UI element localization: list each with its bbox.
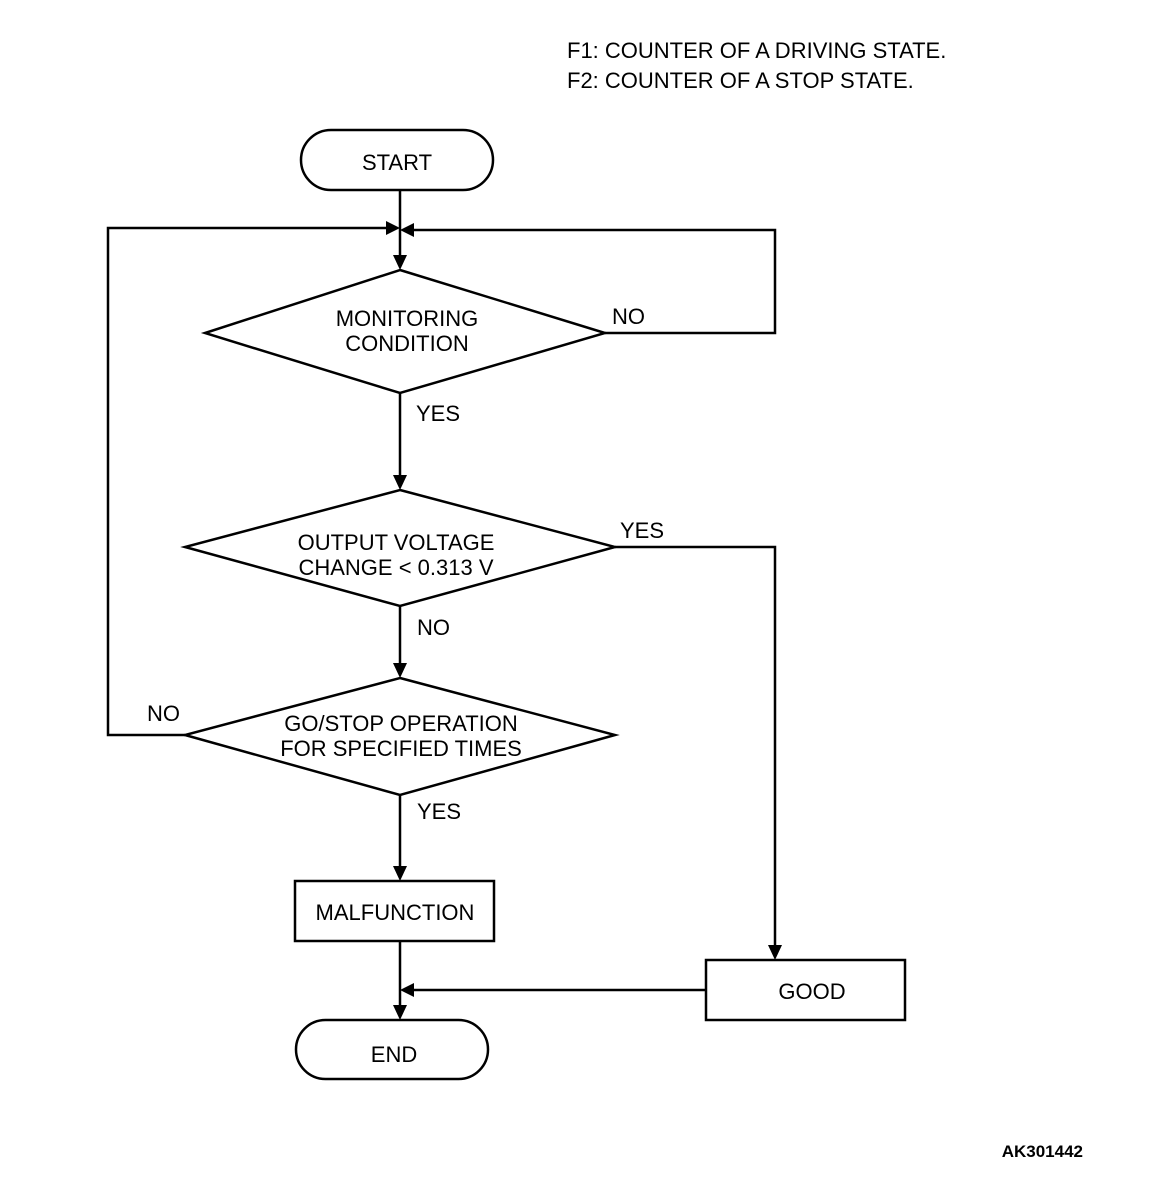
arrowhead-into-good bbox=[768, 945, 782, 960]
monitoring-no-loop-line bbox=[408, 228, 777, 335]
gostop-diamond bbox=[180, 676, 620, 797]
start-shape bbox=[299, 128, 495, 192]
monitoring-no-label: NO bbox=[612, 304, 645, 329]
voltage-diamond bbox=[180, 488, 620, 608]
end-terminal: END bbox=[294, 1018, 490, 1081]
monitoring-diamond bbox=[200, 268, 610, 395]
voltage-yes-label: YES bbox=[620, 518, 664, 543]
legend-line-f1: F1: COUNTER OF A DRIVING STATE. bbox=[567, 38, 946, 63]
arrowhead-gostop-no-return bbox=[386, 221, 400, 235]
end-label: END bbox=[371, 1042, 417, 1067]
monitoring-label-line2: CONDITION bbox=[345, 331, 468, 356]
gostop-yes-label: YES bbox=[417, 799, 461, 824]
monitoring-label-line1: MONITORING bbox=[336, 306, 479, 331]
connectors bbox=[106, 190, 782, 1020]
good-process: GOOD bbox=[704, 958, 907, 1022]
arrowhead-into-monitoring bbox=[393, 255, 407, 270]
start-label: START bbox=[362, 150, 432, 175]
arrowhead-into-end bbox=[393, 1005, 407, 1020]
figure-id: AK301442 bbox=[1002, 1142, 1083, 1161]
voltage-label-line2: CHANGE < 0.313 V bbox=[298, 555, 493, 580]
gostop-label-line2: FOR SPECIFIED TIMES bbox=[280, 736, 522, 761]
arrowhead-good-merge bbox=[400, 983, 414, 997]
arrowhead-monitoring-no-return bbox=[400, 223, 414, 237]
legend-line-f2: F2: COUNTER OF A STOP STATE. bbox=[567, 68, 914, 93]
malfunction-process: MALFUNCTION bbox=[293, 879, 496, 943]
voltage-no-label: NO bbox=[417, 615, 450, 640]
end-shape bbox=[294, 1018, 490, 1081]
voltage-yes-line bbox=[615, 545, 777, 952]
gostop-operation-decision: GO/STOP OPERATION FOR SPECIFIED TIMES bbox=[180, 676, 620, 797]
voltage-label-line1: OUTPUT VOLTAGE bbox=[298, 530, 495, 555]
good-box bbox=[704, 958, 907, 1022]
monitoring-yes-label: YES bbox=[416, 401, 460, 426]
arrowhead-into-voltage bbox=[393, 475, 407, 490]
good-label: GOOD bbox=[778, 979, 845, 1004]
start-terminal: START bbox=[299, 128, 495, 192]
arrowhead-into-malfunction bbox=[393, 866, 407, 881]
gostop-no-label: NO bbox=[147, 701, 180, 726]
gostop-no-loop-line bbox=[106, 226, 392, 737]
output-voltage-decision: OUTPUT VOLTAGE CHANGE < 0.313 V bbox=[180, 488, 620, 608]
arrowhead-into-gostop bbox=[393, 663, 407, 678]
gostop-label-line1: GO/STOP OPERATION bbox=[284, 711, 518, 736]
malfunction-box bbox=[293, 879, 496, 943]
monitoring-condition-decision: MONITORING CONDITION bbox=[200, 268, 610, 395]
malfunction-label: MALFUNCTION bbox=[316, 900, 475, 925]
